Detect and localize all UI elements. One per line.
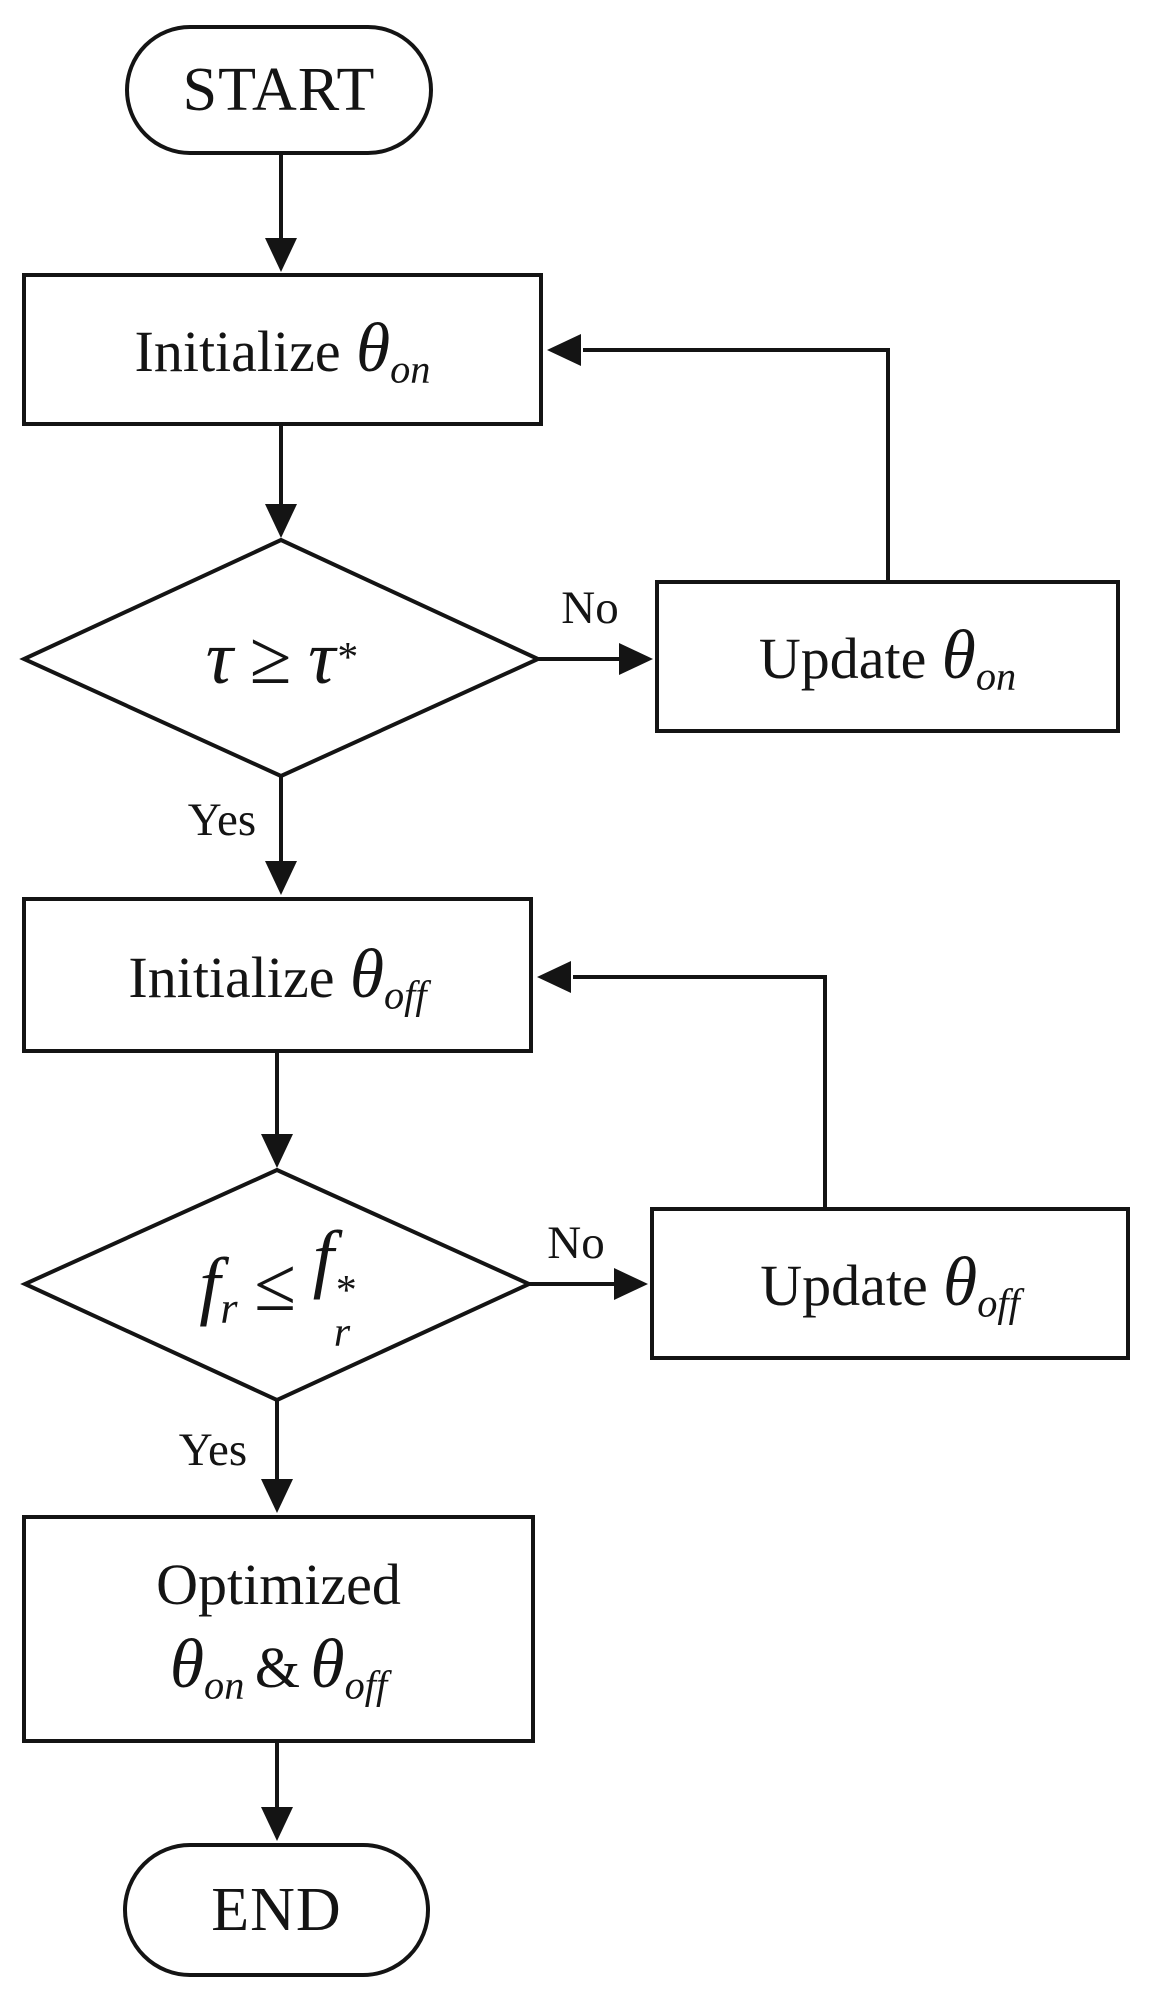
optimized-node: Optimized θon&θoff: [22, 1515, 535, 1743]
edge-label-tau-yes: Yes: [187, 794, 257, 846]
arrowhead-update-on-to-init-on: [547, 334, 581, 366]
arrowhead-init-off-to-decision-fr: [261, 1134, 293, 1168]
end-label: END: [211, 1875, 342, 1944]
theta-on-symbol: θon: [941, 617, 1017, 696]
theta-off-symbol: θoff: [943, 1244, 1020, 1323]
theta-off-subscript: off: [344, 1662, 388, 1708]
theta-on-subscript: on: [975, 653, 1017, 699]
arrowhead-init-on-to-decision-tau: [265, 504, 297, 538]
decision-tau-shape: [19, 537, 543, 779]
edge-update-on-to-init-on: [583, 348, 890, 580]
theta-on-subscript: on: [390, 346, 431, 392]
theta-off-subscript: off: [384, 971, 427, 1017]
start-node: START: [125, 25, 433, 155]
arrowhead-decision-tau-to-init-off: [265, 861, 297, 895]
arrowhead-optimized-to-end: [261, 1807, 293, 1841]
update-off-prefix: Update: [760, 1253, 928, 1318]
arrowhead-update-off-to-init-off: [537, 961, 571, 993]
optimized-line2: θon&θoff: [156, 1622, 401, 1709]
update-on-prefix: Update: [758, 626, 927, 691]
arrowhead-start-to-init-on: [265, 238, 297, 272]
start-label: START: [182, 55, 376, 124]
edge-label-fr-no: No: [547, 1217, 605, 1269]
decision-fr-shape: [20, 1167, 534, 1403]
theta-glyph: θ: [169, 1625, 205, 1703]
initialize-off-prefix: Initialize: [128, 944, 335, 1010]
theta-on-symbol: θon: [169, 1625, 245, 1705]
arrowhead-decision-fr-to-update-off: [614, 1268, 648, 1300]
arrowhead-decision-fr-to-optimized: [261, 1479, 293, 1513]
ampersand: &: [254, 1634, 300, 1700]
arrowhead-decision-tau-to-update-on: [619, 643, 653, 675]
edge-label-tau-no: No: [561, 582, 619, 634]
theta-off-symbol: θoff: [310, 1625, 387, 1705]
optimized-label: Optimized θon&θoff: [156, 1549, 401, 1708]
theta-glyph: θ: [943, 1244, 978, 1321]
theta-glyph: θ: [349, 935, 384, 1013]
theta-glyph: θ: [941, 617, 976, 694]
theta-off-subscript: off: [977, 1280, 1020, 1326]
edge-update-off-to-init-off: [573, 975, 827, 1207]
theta-off-symbol: θoff: [349, 935, 427, 1015]
theta-glyph: θ: [310, 1625, 345, 1703]
theta-on-subscript: on: [204, 1662, 245, 1708]
theta-on-symbol: θon: [355, 310, 431, 389]
optimized-line1: Optimized: [156, 1552, 401, 1618]
initialize-on-prefix: Initialize: [134, 319, 341, 384]
theta-glyph: θ: [355, 310, 391, 387]
edge-label-fr-yes: Yes: [178, 1424, 248, 1476]
end-node: END: [123, 1843, 430, 1977]
